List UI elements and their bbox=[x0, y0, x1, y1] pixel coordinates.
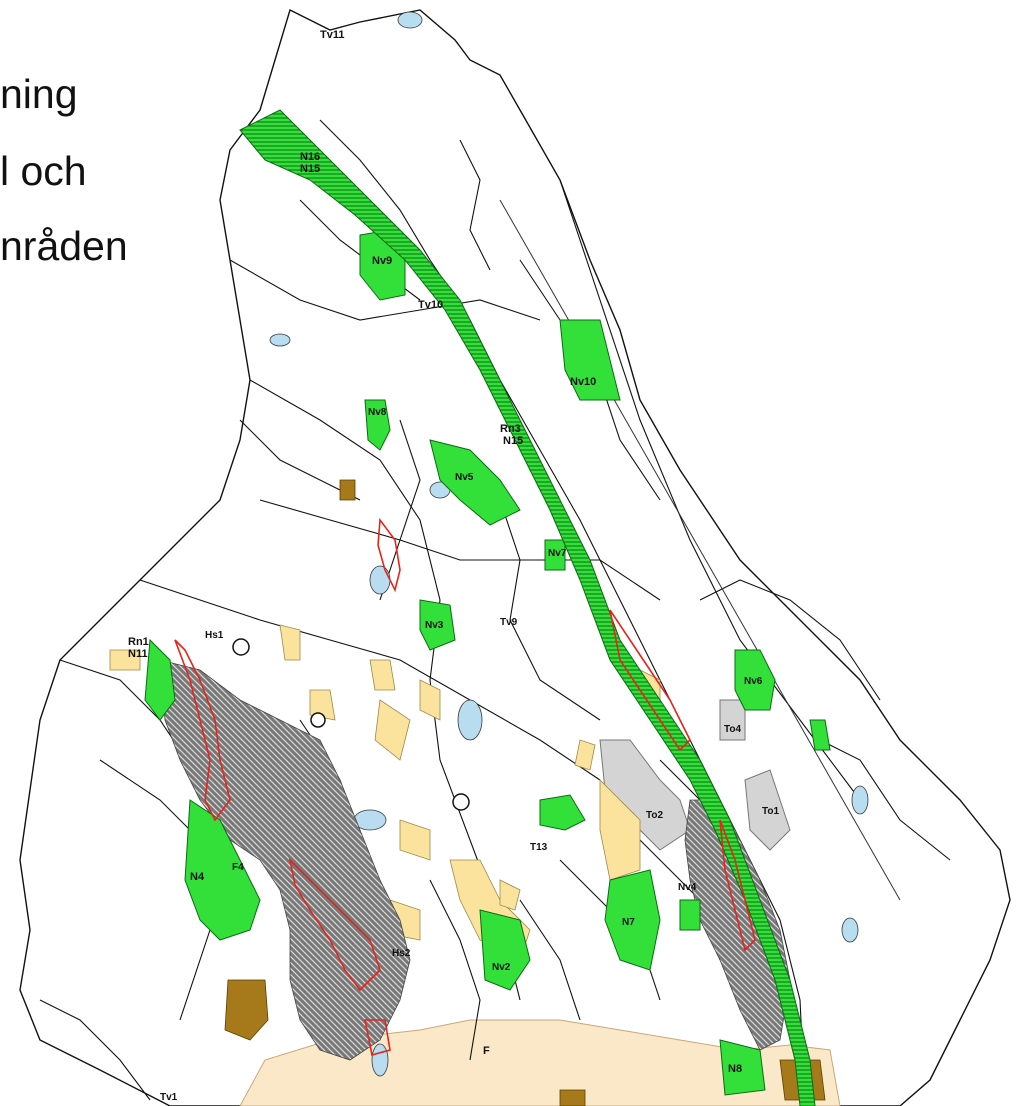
red-outlines bbox=[174, 517, 756, 1057]
label-f: F bbox=[483, 1045, 490, 1057]
label-nv4: Nv4 bbox=[678, 882, 697, 893]
label-nv8: Nv8 bbox=[368, 407, 387, 418]
label-f4: F4 bbox=[232, 862, 244, 873]
map-title-line-2: l och bbox=[0, 148, 87, 194]
map-symbols bbox=[232, 638, 470, 811]
label-tv1: Tv1 bbox=[160, 1092, 178, 1103]
label-nv6: Nv6 bbox=[744, 676, 763, 687]
label-nv9: Nv9 bbox=[372, 255, 392, 267]
river-corridor bbox=[239, 109, 816, 1106]
map-labels: Tv11 N16 N15 Nv9 Tv10 Nv10 Nv8 Rn3 N15 N… bbox=[128, 29, 779, 1103]
label-tv10: Tv10 bbox=[418, 299, 443, 311]
label-hs1: Hs1 bbox=[205, 630, 224, 641]
label-nv2: Nv2 bbox=[492, 962, 511, 973]
label-n11: N11 bbox=[128, 648, 148, 660]
label-t13: T13 bbox=[530, 842, 548, 853]
label-to2: To2 bbox=[646, 810, 663, 821]
power-line bbox=[499, 199, 901, 901]
nature-areas bbox=[144, 229, 831, 1096]
label-n8: N8 bbox=[728, 1063, 742, 1075]
label-nv7: Nv7 bbox=[548, 548, 567, 559]
label-tv9: Tv9 bbox=[500, 617, 518, 628]
label-rn1: Rn1 bbox=[128, 636, 149, 648]
label-n15b: N15 bbox=[503, 435, 523, 447]
label-hs2: Hs2 bbox=[392, 948, 411, 959]
label-to1: To1 bbox=[762, 806, 779, 817]
label-n16: N16 bbox=[300, 151, 320, 163]
label-nv10: Nv10 bbox=[570, 376, 596, 388]
label-tv11: Tv11 bbox=[320, 29, 344, 41]
label-n15: N15 bbox=[300, 163, 320, 175]
map-title-line-1: ning bbox=[0, 71, 78, 117]
label-rn3: Rn3 bbox=[500, 423, 521, 435]
label-n7: N7 bbox=[622, 917, 635, 928]
label-nv3: Nv3 bbox=[425, 620, 444, 631]
label-to4: To4 bbox=[724, 724, 741, 735]
map-title-line-3: nråden bbox=[0, 223, 128, 269]
label-nv5: Nv5 bbox=[455, 472, 474, 483]
label-n4: N4 bbox=[190, 871, 205, 883]
